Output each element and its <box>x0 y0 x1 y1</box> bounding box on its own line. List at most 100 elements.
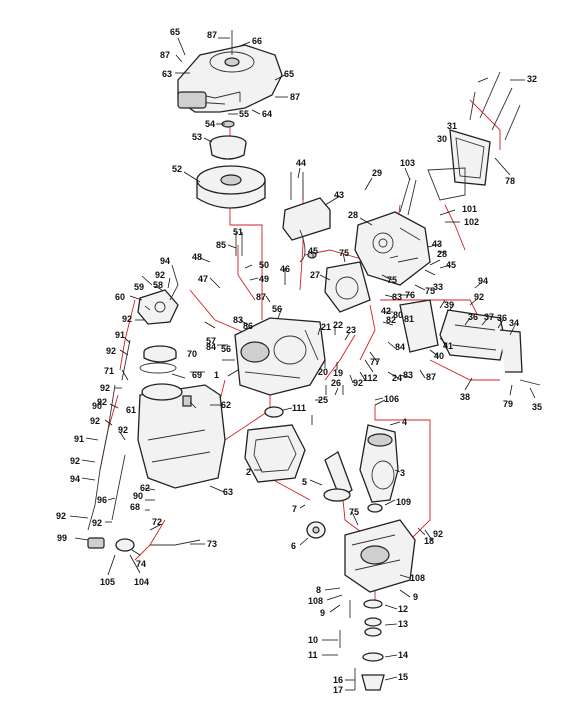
callout-43b: 43 <box>432 239 442 249</box>
callout-82: 82 <box>386 315 396 325</box>
callout-36: 36 <box>468 312 478 322</box>
callout-32: 32 <box>527 74 537 84</box>
callout-24: 24 <box>392 373 402 383</box>
callout-75b: 75 <box>425 286 435 296</box>
callout-19: 19 <box>333 368 343 378</box>
callout-43: 43 <box>334 190 344 200</box>
head-gasket <box>324 261 371 313</box>
callout-88b: 87 <box>426 372 436 382</box>
callout-55: 55 <box>239 109 249 119</box>
callout-101: 101 <box>462 204 477 214</box>
callout-86: 85 <box>216 240 226 250</box>
callout-26: 26 <box>331 378 341 388</box>
callout-62a: 62 <box>221 400 231 410</box>
callout-73: 73 <box>207 539 217 549</box>
callout-105: 104 <box>134 577 149 587</box>
callout-48: 48 <box>192 252 202 262</box>
callout-10: 10 <box>308 635 318 645</box>
leader-lines <box>69 37 536 691</box>
callout-63: 63 <box>223 487 233 497</box>
callout-59: 59 <box>134 282 144 292</box>
callout-66b: 65 <box>284 69 294 79</box>
callout-96h: 92 <box>70 456 80 466</box>
callout-34: 34 <box>509 318 519 328</box>
callout-72: 72 <box>152 517 162 527</box>
callout-11: 11 <box>308 650 318 660</box>
callout-50: 50 <box>259 260 269 270</box>
callout-106: 105 <box>100 577 115 587</box>
callout-87: 86 <box>243 321 253 331</box>
callout-89a: 87 <box>207 30 217 40</box>
callout-27: 27 <box>310 270 320 280</box>
callout-47: 47 <box>198 274 208 284</box>
callout-54: 54 <box>205 119 215 129</box>
callout-81: 81 <box>404 314 414 324</box>
callout-84b: 84 <box>395 342 405 352</box>
crankshaft <box>359 424 399 503</box>
gear-case-gasket <box>244 424 306 483</box>
callout-85: 84 <box>206 342 216 352</box>
callout-58: 58 <box>153 280 163 290</box>
callout-99: 96 <box>97 495 107 505</box>
callout-74: 74 <box>136 559 146 569</box>
callout-80: 80 <box>393 310 403 320</box>
callout-30: 30 <box>437 134 447 144</box>
callout-96i: 92 <box>56 511 66 521</box>
callout-21: 21 <box>321 322 331 332</box>
callout-2: 2 <box>246 467 251 477</box>
callout-18: 18 <box>424 536 434 546</box>
callout-7: 7 <box>292 504 297 514</box>
bolts <box>235 71 541 690</box>
callout-6: 6 <box>291 541 296 551</box>
governor-gear <box>306 521 326 539</box>
callout-44: 44 <box>296 158 306 168</box>
heat-shield <box>399 299 439 353</box>
callout-1: 1 <box>214 370 219 380</box>
fuel-cap <box>139 345 177 374</box>
callout-65: 64 <box>262 109 272 119</box>
crankcase-cover <box>344 519 416 593</box>
callout-31: 31 <box>447 121 457 131</box>
callout-14: 14 <box>398 650 408 660</box>
callout-37: 37 <box>484 312 494 322</box>
callout-97b: 94 <box>478 276 488 286</box>
callout-52: 52 <box>172 164 182 174</box>
callout-62b: 62 <box>140 483 150 493</box>
callout-42: 42 <box>381 306 391 316</box>
callout-78: 78 <box>505 176 515 186</box>
callout-68: 68 <box>130 502 140 512</box>
callout-57: 57 <box>206 336 216 346</box>
flywheel <box>196 165 266 209</box>
callout-96j: 92 <box>92 518 102 528</box>
callout-66a: 65 <box>170 27 180 37</box>
callout-8: 8 <box>316 585 321 595</box>
callout-84: 83 <box>233 315 243 325</box>
callout-75a: 75 <box>339 248 349 258</box>
starter-cup <box>209 120 247 160</box>
rocker-cover <box>427 129 491 201</box>
callout-39: 39 <box>444 300 454 310</box>
callout-12: 12 <box>398 604 408 614</box>
callout-102: 102 <box>464 217 479 227</box>
callout-96e: 92 <box>97 397 107 407</box>
callout-96f: 92 <box>90 416 100 426</box>
callout-67: 66 <box>252 36 262 46</box>
callout-38: 38 <box>460 392 470 402</box>
callout-33: 33 <box>433 282 443 292</box>
fuel-tank <box>137 383 226 489</box>
callout-22: 22 <box>333 320 343 330</box>
callout-labels: 65 87 66 87 63 65 87 64 55 54 53 52 44 4… <box>56 27 542 695</box>
callout-75d: 75 <box>349 507 359 517</box>
callout-28a: 28 <box>348 210 358 220</box>
callout-77: 77 <box>370 357 380 367</box>
oil-seals <box>264 406 383 513</box>
callout-95: 94 <box>70 474 80 484</box>
callout-96a: 92 <box>155 270 165 280</box>
callout-45b: 45 <box>446 260 456 270</box>
carburetor <box>137 289 179 325</box>
shaft-bearings <box>361 599 385 691</box>
callout-109: 111 <box>292 403 306 413</box>
fuel-hoses <box>87 264 201 552</box>
cylinder-head <box>354 211 431 286</box>
